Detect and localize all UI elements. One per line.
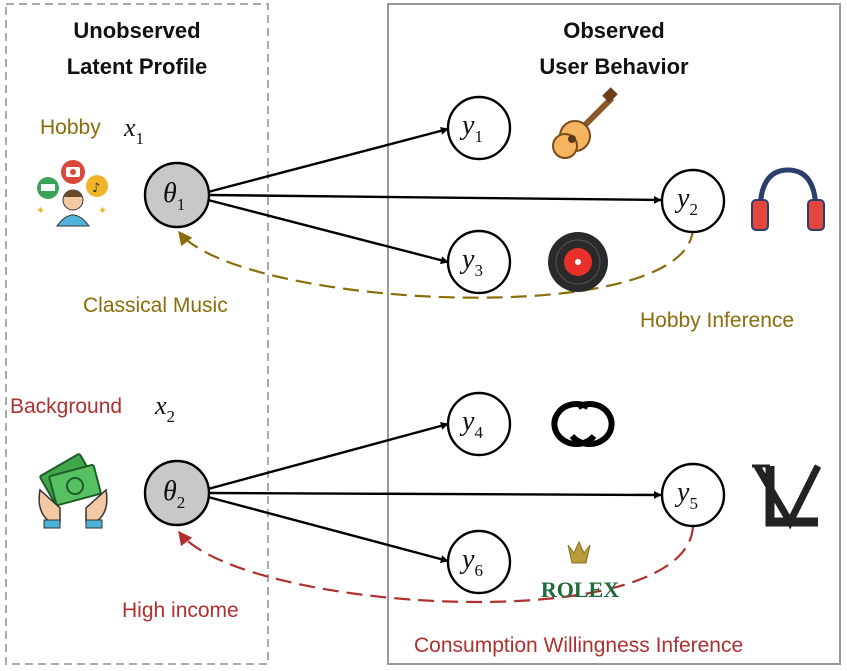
svg-text:y3: y3 (459, 244, 483, 280)
hobby-inference-label: Hobby Inference (640, 309, 794, 332)
hobby-label: Hobby (40, 116, 101, 139)
guitar-icon (552, 87, 618, 159)
svg-text:y2: y2 (674, 183, 698, 219)
y5-node: y5 (660, 462, 726, 528)
high-income-label: High income (122, 599, 239, 622)
louis-vuitton-logo-icon (752, 464, 822, 530)
latent-title-line1: Unobserved (73, 18, 200, 43)
edge-theta2-y4 (207, 422, 449, 491)
observed-behavior-panel (387, 3, 841, 665)
svg-text:y1: y1 (459, 110, 483, 146)
svg-text:♪: ♪ (92, 181, 100, 196)
svg-text:y6: y6 (459, 544, 483, 580)
rolex-logo-icon: ROLEX (541, 540, 619, 602)
svg-text:θ2: θ2 (163, 476, 185, 512)
svg-text:θ1: θ1 (163, 178, 185, 214)
background-var: x2 (154, 391, 175, 426)
consumption-inference-arrow (178, 525, 695, 604)
y2-node: y2 (660, 168, 726, 234)
svg-text:ROLEX: ROLEX (541, 577, 619, 602)
headphones-icon (751, 167, 825, 231)
background-label: Background (10, 395, 122, 418)
observed-title-line1: Observed (563, 18, 665, 43)
y3-node: y3 (446, 229, 512, 295)
y1-node: y1 (446, 95, 512, 161)
theta1-node: θ1 (143, 161, 211, 229)
y4-node: y4 (446, 391, 512, 457)
observed-title-line2: User Behavior (539, 54, 689, 79)
svg-text:✦: ✦ (36, 204, 45, 217)
classical-music-label: Classical Music (83, 294, 228, 317)
edge-theta2-y5 (209, 490, 662, 499)
svg-text:y5: y5 (674, 477, 698, 513)
svg-text:✦: ✦ (98, 204, 107, 217)
hobby-var: x1 (123, 113, 144, 148)
latent-profile-panel (5, 3, 269, 665)
edge-theta2-y6 (207, 495, 449, 564)
edge-theta1-y1 (207, 126, 449, 194)
edge-theta1-y2 (209, 193, 662, 204)
vinyl-record-icon (548, 232, 608, 292)
latent-title-line2: Latent Profile (67, 54, 208, 79)
svg-text:y4: y4 (459, 406, 483, 442)
edge-theta1-y3 (207, 198, 449, 265)
money-hands-icon (38, 453, 108, 529)
consumption-inference-label: Consumption Willingness Inference (414, 634, 743, 657)
gucci-logo-icon (551, 401, 615, 447)
theta2-node: θ2 (143, 459, 211, 527)
y6-node: y6 (446, 529, 512, 595)
hobby-inference-arrow (178, 227, 695, 299)
person-with-hobbies-icon: ♪ ✦ ✦ (36, 160, 108, 227)
